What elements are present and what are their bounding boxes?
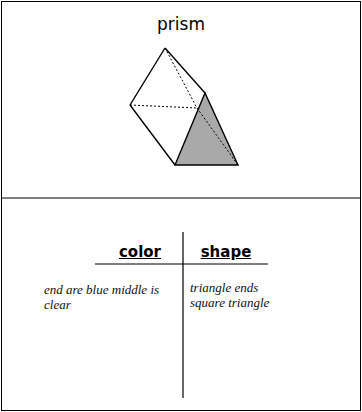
- divider-line: [1, 197, 361, 198]
- hidden-edge: [197, 108, 238, 165]
- chart-divider: [95, 263, 268, 264]
- chart-divider: [182, 232, 183, 398]
- card-title: prism: [2, 14, 360, 34]
- prism-face: [175, 93, 238, 165]
- handwritten-note: triangle ends square triangle: [190, 280, 280, 310]
- column-header: color: [100, 243, 180, 261]
- prism-edge: [165, 48, 205, 93]
- prism-edge: [130, 105, 175, 165]
- hidden-edge: [130, 105, 197, 108]
- column-header: shape: [186, 243, 266, 261]
- shaded-face: [175, 93, 238, 165]
- handwritten-note: end are blue middle is clear: [44, 282, 162, 312]
- hidden-edge: [165, 48, 197, 108]
- prism-edge: [130, 48, 165, 105]
